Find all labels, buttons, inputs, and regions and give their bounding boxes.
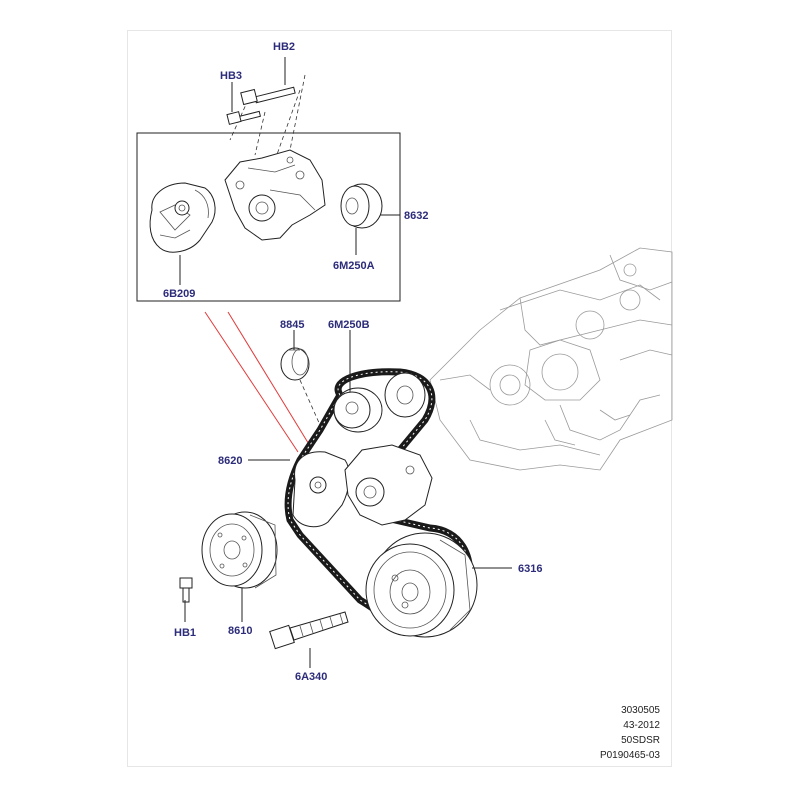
callout-8610: 8610 <box>228 625 252 637</box>
bracket-installed <box>344 444 433 526</box>
callout-6a340: 6A340 <box>295 671 327 683</box>
pulley-8610 <box>201 511 278 589</box>
tensioner-6b209 <box>149 182 216 253</box>
callout-6316: 6316 <box>518 563 542 575</box>
bracket-8632 <box>224 149 326 241</box>
callout-6b209: 6B209 <box>163 288 195 300</box>
upper-idler <box>384 372 426 418</box>
assembly-inset-box <box>136 132 401 302</box>
idler-pulley-6m250b <box>333 330 383 433</box>
bolt-hb3 <box>226 110 262 125</box>
footer-line-3: 50SDSR <box>621 735 660 746</box>
callout-hb2: HB2 <box>273 41 295 53</box>
tensioner-installed <box>292 451 350 528</box>
bolt-6a340 <box>269 611 349 650</box>
idler-pulley-6m250a <box>340 183 383 229</box>
engine-block-outline <box>429 247 673 471</box>
callout-6m250a: 6M250A <box>333 260 375 272</box>
callout-8620: 8620 <box>218 455 242 467</box>
callout-hb3: HB3 <box>220 70 242 82</box>
bolt-hb1 <box>179 577 193 603</box>
damper-6316 <box>365 532 478 638</box>
footer-line-2: 43-2012 <box>623 720 660 731</box>
callout-6m250b: 6M250B <box>328 319 370 331</box>
callout-8845: 8845 <box>280 319 304 331</box>
bolt-hb2 <box>240 86 296 106</box>
callout-8632: 8632 <box>404 210 428 222</box>
footer-line-4: P0190465-03 <box>600 750 660 761</box>
cap-8845 <box>280 347 310 381</box>
footer-line-1: 3030505 <box>621 705 660 716</box>
callout-hb1: HB1 <box>174 627 196 639</box>
